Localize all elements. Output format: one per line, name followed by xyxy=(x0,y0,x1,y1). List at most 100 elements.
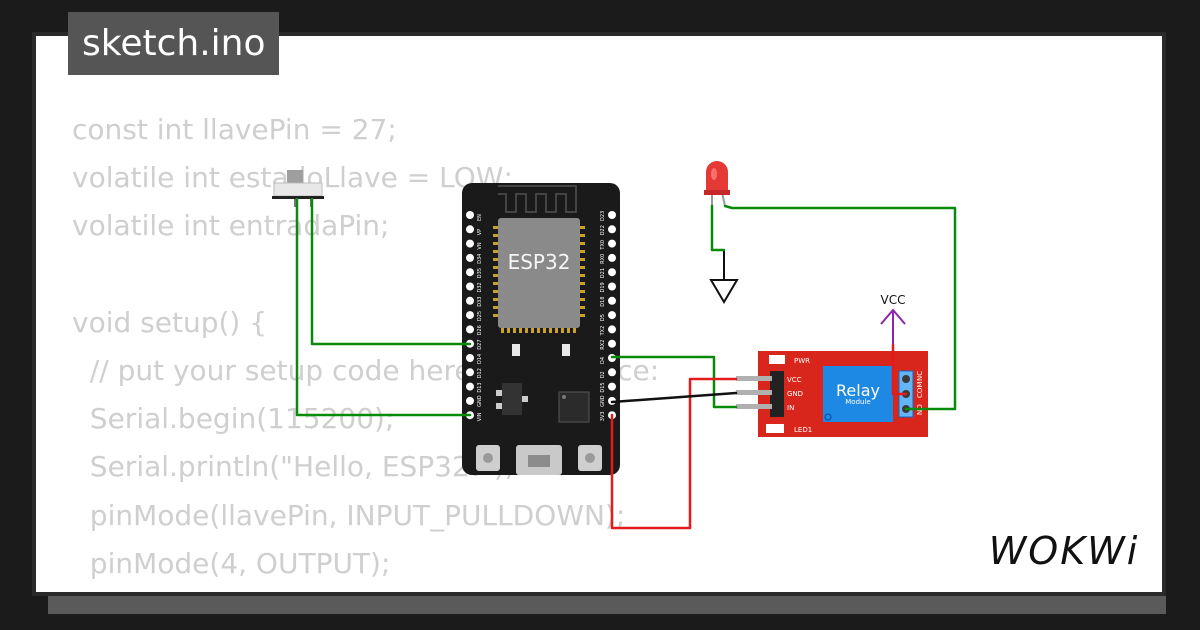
smd-part xyxy=(512,344,520,356)
module-pad xyxy=(513,328,516,333)
left-pin-label: EN xyxy=(477,214,483,221)
right-pin-label: D21 xyxy=(600,268,606,278)
pwr-led xyxy=(769,355,785,364)
left-pin-label: VN xyxy=(477,242,483,249)
module-pad xyxy=(493,282,498,285)
relay-pin-gnd xyxy=(736,390,772,395)
left-header-pins: ENVPVND34D35D32D33D25D26D27D14D12D13GNDV… xyxy=(466,211,483,421)
module-pad xyxy=(580,250,585,253)
right-pin-label: D2 xyxy=(600,371,606,378)
module-pad xyxy=(525,328,528,333)
file-tab[interactable]: sketch.ino xyxy=(68,12,280,75)
module-pad xyxy=(493,226,498,229)
module-pins xyxy=(493,226,585,333)
relay-pin-in xyxy=(736,404,772,409)
left-pin xyxy=(466,354,474,362)
left-pin xyxy=(466,368,474,377)
right-pin xyxy=(608,211,616,219)
wire-vcc-relay-com xyxy=(891,343,908,396)
switch-base xyxy=(272,196,324,199)
left-pin-label: D27 xyxy=(477,339,483,349)
left-pin xyxy=(466,382,474,391)
left-pin-label: D34 xyxy=(477,254,483,264)
code-line: const int llavePin = 27; xyxy=(72,113,397,146)
relay-title: Relay xyxy=(836,381,880,400)
module-pad xyxy=(580,274,585,277)
left-pin xyxy=(466,225,474,234)
code-line: void setup() { xyxy=(72,305,268,339)
regulator xyxy=(502,383,522,415)
left-pin-label: D25 xyxy=(477,311,483,321)
right-pin-label: D22 xyxy=(600,225,606,235)
left-pin xyxy=(466,239,474,248)
module-pad xyxy=(580,242,585,245)
right-pin-label: D4 xyxy=(600,357,606,364)
module-pad xyxy=(519,328,522,333)
esp32-board[interactable]: ESP32 ENVPVND34D35D32D33D25D26D27D14D12D… xyxy=(462,183,620,475)
module-pad xyxy=(493,306,498,309)
module-pad xyxy=(537,328,540,333)
wire-switch-d27 xyxy=(310,197,472,346)
left-pin-label: D33 xyxy=(477,297,483,307)
led1-label: LED1 xyxy=(794,426,812,434)
right-pin xyxy=(608,253,616,262)
module-pad xyxy=(580,226,585,229)
right-pin-label: 3V3 xyxy=(600,411,606,421)
module-pad xyxy=(580,290,585,293)
red-led[interactable] xyxy=(704,161,730,207)
pin-label-gnd: GND xyxy=(787,390,803,398)
module-pad xyxy=(493,266,498,269)
left-pin-label: D32 xyxy=(477,282,483,292)
module-pad xyxy=(580,306,585,309)
left-pin-label: GND xyxy=(477,395,483,407)
left-pin-label: D12 xyxy=(477,368,483,378)
right-pin xyxy=(608,268,616,277)
wokwi-logo[interactable]: WOKWi xyxy=(978,526,1150,576)
module-pad xyxy=(493,298,498,301)
right-pin-label: D5 xyxy=(600,314,606,321)
module-pad xyxy=(543,328,546,333)
right-pin xyxy=(608,239,616,248)
right-pin-label: RX2 xyxy=(600,340,606,350)
module-pad xyxy=(493,274,498,277)
left-pin xyxy=(466,296,474,305)
module-pad xyxy=(580,298,585,301)
terminal-label-com: COM xyxy=(916,382,924,398)
wire-led-ground xyxy=(710,204,726,252)
right-pin xyxy=(608,339,616,348)
left-pin xyxy=(466,268,474,277)
module-pad xyxy=(580,266,585,269)
code-line: Serial.println("Hello, ESP32!"); xyxy=(72,450,515,484)
relay-header xyxy=(770,371,784,417)
module-pad xyxy=(580,282,585,285)
left-pin-label: D14 xyxy=(477,354,483,364)
module-pad xyxy=(493,258,498,261)
slide-switch[interactable] xyxy=(272,170,324,207)
right-pin-label: TX2 xyxy=(600,326,606,337)
left-pin-label: D26 xyxy=(477,325,483,335)
right-pin-label: GND xyxy=(600,395,606,407)
left-pin xyxy=(466,311,474,320)
wifi-antenna xyxy=(498,185,577,213)
module-pad xyxy=(567,328,570,333)
relay-pin-vcc xyxy=(736,376,772,381)
module-pad xyxy=(493,290,498,293)
esp32-module xyxy=(498,218,580,328)
left-pin xyxy=(466,282,474,291)
vcc-symbol: VCC xyxy=(880,293,906,345)
module-pad xyxy=(580,258,585,261)
right-pin-label: D15 xyxy=(600,382,606,392)
left-pin xyxy=(466,325,474,334)
pin-label-vcc: VCC xyxy=(787,376,802,384)
module-pad xyxy=(580,234,585,237)
wires xyxy=(295,197,957,530)
module-pad xyxy=(507,328,510,333)
code-line: volatile int entradaPin; xyxy=(72,209,390,243)
module-pad xyxy=(561,328,564,333)
wire-gnd-relay-gnd xyxy=(610,391,738,404)
wire-switch-gnd xyxy=(295,197,472,417)
switch-body xyxy=(273,182,323,197)
led1 xyxy=(766,424,784,433)
module-pad xyxy=(531,328,534,333)
